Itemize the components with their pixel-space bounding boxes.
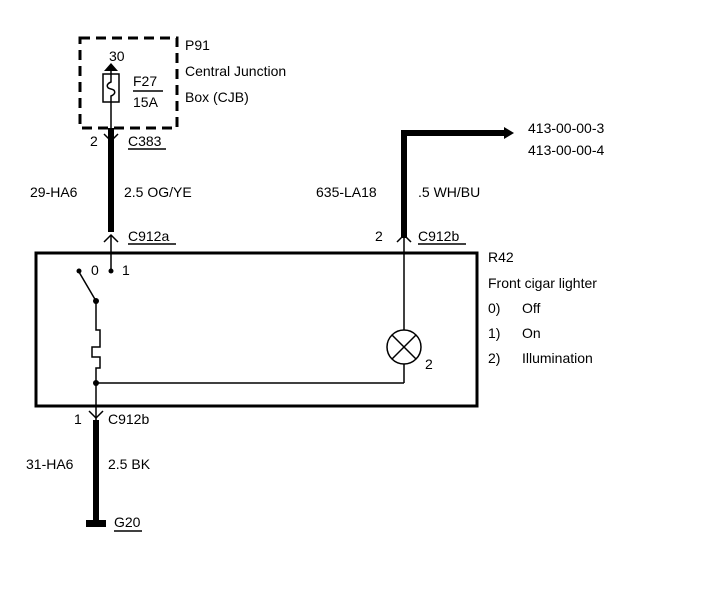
ground-wire-spec: 2.5 BK [108,456,151,472]
terminal-30-arrow [104,63,118,71]
ground-id: G20 [114,514,141,530]
component-id: R42 [488,249,514,265]
state-0-label: Off [522,300,541,316]
reference-1: 413-00-00-3 [528,120,604,136]
c912b-top-pin: 2 [375,228,383,244]
switch-contact-0 [76,268,82,274]
lamp-cross-2 [391,334,417,360]
state-0-key: 0) [488,300,500,316]
component-name: Front cigar lighter [488,275,597,291]
right-wire-circuit: 635-LA18 [316,184,377,200]
junction-box-name-line2: Box (CJB) [185,89,249,105]
c912b-bottom-pin: 1 [74,411,82,427]
right-wire-spec: .5 WH/BU [418,184,480,200]
reference-arrow [504,127,514,139]
state-1-key: 1) [488,325,500,341]
switch-blade [78,271,97,302]
left-wire-spec: 2.5 OG/YE [124,184,192,200]
switch-pos-0: 0 [91,262,99,278]
ground-wire-circuit: 31-HA6 [26,456,74,472]
junction-box-outline [78,36,179,130]
reference-2: 413-00-00-4 [528,142,604,158]
c912b-top-id: C912b [418,228,459,244]
fuse-id: F27 [133,73,157,89]
heating-element [91,301,101,383]
c912b-top-connector-mark [396,233,412,243]
junction-box-name-line1: Central Junction [185,63,286,79]
junction-box-id: P91 [185,37,210,53]
c912b-bottom-id: C912b [108,411,149,427]
c912a-id: C912a [128,228,169,244]
lamp-pin: 2 [425,356,433,372]
left-wire-circuit: 29-HA6 [30,184,78,200]
state-2-label: Illumination [522,350,593,366]
state-2-key: 2) [488,350,500,366]
c383-pin: 2 [90,133,98,149]
c383-id: C383 [128,133,162,149]
ground-icon [86,520,106,527]
switch-pos-1: 1 [122,262,130,278]
fuse-element [106,74,116,102]
fuse-rating: 15A [133,94,159,110]
right-wire [401,130,508,238]
c912b-bottom-connector-mark [88,410,104,420]
state-1-label: On [522,325,541,341]
component-box [34,251,479,408]
terminal-30-label: 30 [109,48,125,64]
